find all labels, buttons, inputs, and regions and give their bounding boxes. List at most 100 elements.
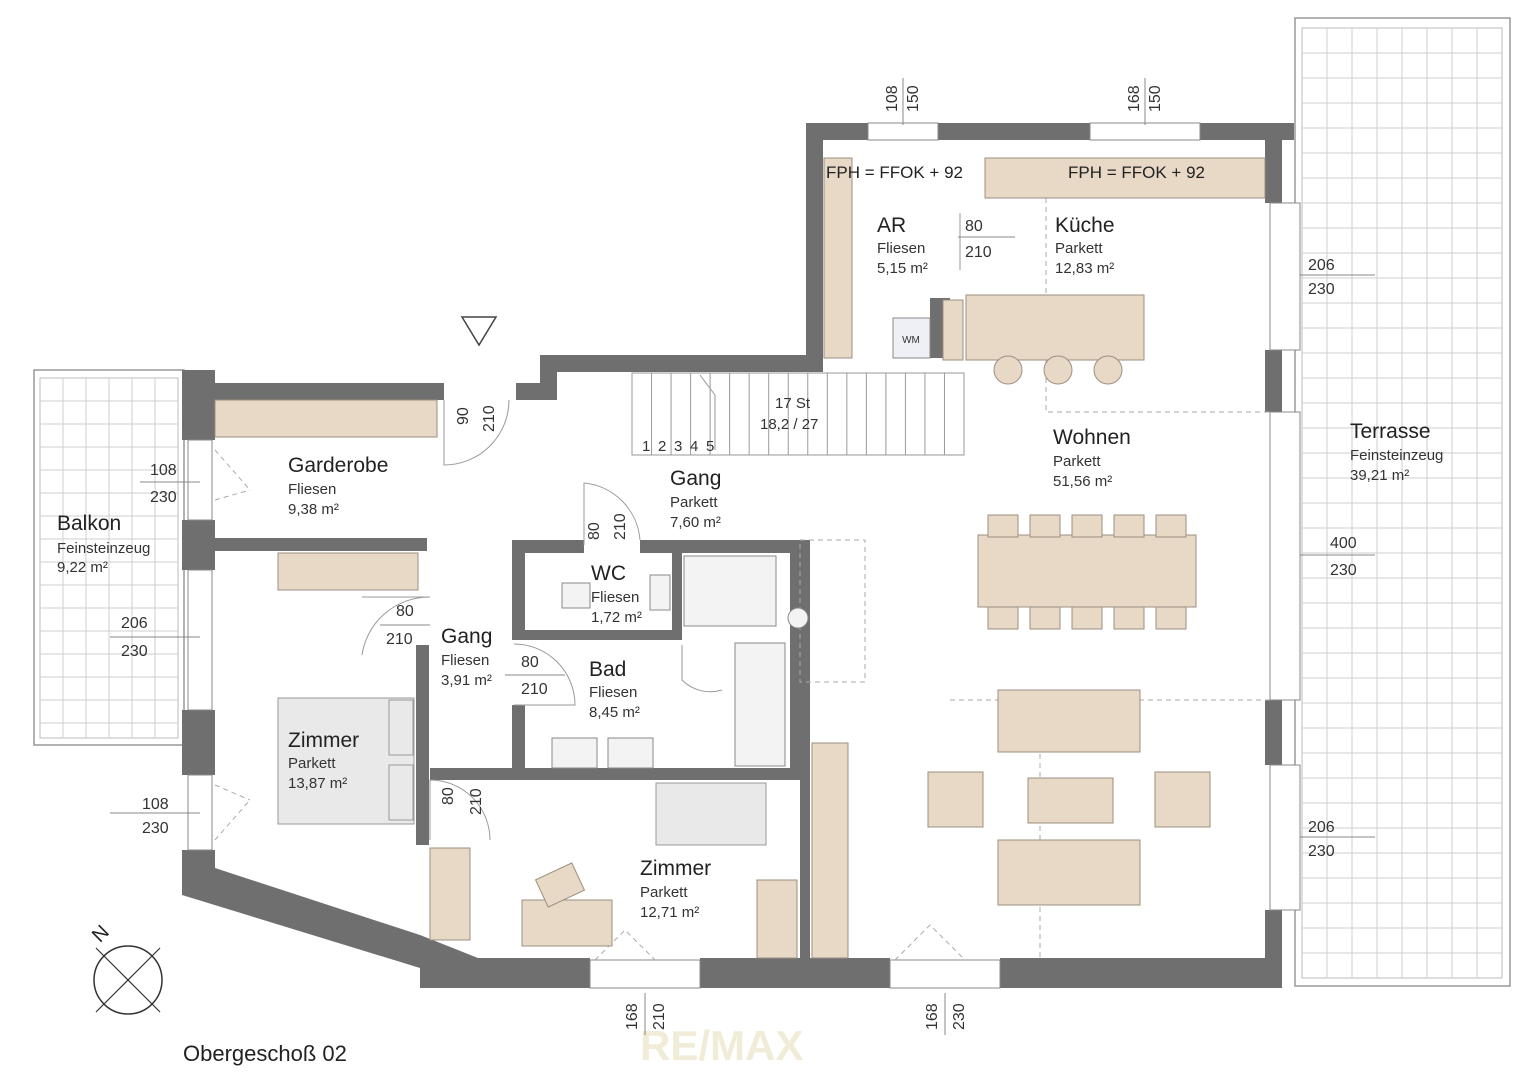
room-floor: Fliesen bbox=[589, 684, 637, 701]
dim-label: 230 bbox=[951, 1003, 968, 1030]
dims-doors: 90 210 80 210 80 210 168 210 168 230 bbox=[440, 405, 968, 1035]
room-floor: Fliesen bbox=[288, 481, 336, 498]
dim-label: 206 bbox=[121, 615, 148, 632]
dim-label: 210 bbox=[651, 1003, 668, 1030]
dining-chair bbox=[1155, 606, 1187, 630]
room-wc: WC Fliesen 1,72 m² bbox=[591, 562, 642, 626]
room-name: Balkon bbox=[57, 512, 121, 535]
room-terrasse: Terrasse Feinsteinzeug 39,21 m² bbox=[1350, 420, 1443, 484]
dim-label: 210 bbox=[481, 405, 498, 432]
room-bad: Bad Fliesen 8,45 m² bbox=[589, 658, 640, 721]
dining-chair bbox=[1071, 606, 1103, 630]
room-name: Gang bbox=[670, 467, 721, 490]
dim-label: 168 bbox=[924, 1003, 941, 1030]
dim-label: 206 bbox=[1308, 819, 1335, 836]
room-floor: Parkett bbox=[670, 494, 718, 511]
room-floor: Feinsteinzeug bbox=[1350, 447, 1443, 464]
room-floor: Fliesen bbox=[591, 589, 639, 606]
room-area: 12,71 m² bbox=[640, 904, 699, 921]
dim-label: 80 bbox=[396, 603, 414, 620]
dim-label: 230 bbox=[142, 820, 169, 837]
room-gang-lower: Gang Fliesen 3,91 m² bbox=[441, 625, 492, 689]
dining-chair bbox=[1029, 606, 1061, 630]
room-floor: Feinsteinzeug bbox=[57, 540, 150, 557]
room-name: Wohnen bbox=[1053, 426, 1131, 449]
stair-count: 17 St bbox=[775, 395, 811, 412]
dim-label: 168 bbox=[624, 1003, 641, 1030]
dim-label: 230 bbox=[150, 489, 177, 506]
dining-chair bbox=[1113, 606, 1145, 630]
dim-label: 108 bbox=[150, 462, 177, 479]
dims-top: 108 150 168 150 bbox=[884, 78, 1164, 125]
room-wohnen: Wohnen Parkett 51,56 m² bbox=[1053, 426, 1131, 490]
room-area: 9,38 m² bbox=[288, 501, 339, 518]
dim-label: 80 bbox=[965, 218, 983, 235]
room-name: Zimmer bbox=[288, 729, 359, 752]
dim-label: 230 bbox=[1308, 281, 1335, 298]
stair-step-2: 2 bbox=[658, 438, 666, 455]
room-area: 9,22 m² bbox=[57, 559, 108, 576]
kitchen-furniture: WM bbox=[823, 157, 1266, 385]
dim-label: 210 bbox=[612, 513, 629, 540]
walls bbox=[182, 123, 1294, 988]
room-name: WC bbox=[591, 562, 626, 585]
living-furniture bbox=[811, 514, 1211, 959]
room-area: 39,21 m² bbox=[1350, 467, 1409, 484]
dim-label: 150 bbox=[1147, 85, 1164, 112]
room-area: 12,83 m² bbox=[1055, 260, 1114, 277]
dim-label: 210 bbox=[386, 631, 413, 648]
room-zimmer-bottom: Zimmer Parkett 12,71 m² bbox=[640, 857, 711, 921]
room-name: AR bbox=[877, 214, 906, 237]
room-area: 3,91 m² bbox=[441, 672, 492, 689]
room-zimmer-left: Zimmer Parkett 13,87 m² bbox=[288, 729, 359, 792]
dim-label: 108 bbox=[142, 796, 169, 813]
room-area: 5,15 m² bbox=[877, 260, 928, 277]
stairs: 1 2 3 4 5 bbox=[631, 372, 965, 456]
entrance-marker bbox=[460, 316, 498, 347]
dim-label: 210 bbox=[521, 681, 548, 698]
dim-label: 80 bbox=[440, 787, 457, 805]
room-floor: Parkett bbox=[640, 884, 688, 901]
room-name: Zimmer bbox=[640, 857, 711, 880]
other-furniture bbox=[214, 399, 809, 959]
dim-label: 168 bbox=[1126, 85, 1143, 112]
room-floor: Parkett bbox=[288, 755, 336, 772]
windows bbox=[187, 122, 1301, 989]
room-area: 13,87 m² bbox=[288, 775, 347, 792]
fph-label-kitchen: FPH = FFOK + 92 bbox=[1068, 163, 1205, 182]
dining-chair bbox=[1155, 514, 1187, 538]
dim-label: 206 bbox=[1308, 257, 1335, 274]
dining-chair bbox=[987, 514, 1019, 538]
north-label: N bbox=[88, 921, 114, 947]
stair-step-5: 5 bbox=[706, 438, 714, 455]
room-name: Garderobe bbox=[288, 454, 388, 477]
dim-label: 210 bbox=[965, 244, 992, 261]
dim-label: 210 bbox=[468, 788, 485, 815]
dim-label: 400 bbox=[1330, 535, 1357, 552]
room-floor: Parkett bbox=[1055, 240, 1103, 257]
dim-label: 230 bbox=[1308, 843, 1335, 860]
room-gang-upper: Gang Parkett 7,60 m² bbox=[670, 467, 721, 531]
washing-machine-label: WM bbox=[902, 335, 920, 346]
watermark: RE/MAX bbox=[640, 1022, 803, 1069]
dims-horizontal: 80 210 206 230 400 230 206 230 108 230 2… bbox=[110, 218, 1375, 860]
fph-label-ar: FPH = FFOK + 92 bbox=[826, 163, 963, 182]
dim-label: 230 bbox=[1330, 562, 1357, 579]
room-area: 1,72 m² bbox=[591, 609, 642, 626]
dim-label: 150 bbox=[905, 85, 922, 112]
room-balkon: Balkon Feinsteinzeug 9,22 m² bbox=[57, 512, 150, 576]
compass-icon: N bbox=[88, 921, 163, 1015]
room-floor: Fliesen bbox=[441, 652, 489, 669]
stair-ratio: 18,2 / 27 bbox=[760, 416, 818, 433]
room-garderobe: Garderobe Fliesen 9,38 m² bbox=[288, 454, 388, 518]
room-name: Terrasse bbox=[1350, 420, 1431, 443]
dim-label: 80 bbox=[521, 654, 539, 671]
plan-title: Obergeschoß 02 bbox=[183, 1041, 347, 1066]
stair-step-4: 4 bbox=[690, 438, 698, 455]
room-floor: Fliesen bbox=[877, 240, 925, 257]
dining-chair bbox=[1071, 514, 1103, 538]
dining-chair bbox=[1113, 514, 1145, 538]
dim-label: 230 bbox=[121, 643, 148, 660]
room-ar: AR Fliesen 5,15 m² bbox=[877, 214, 928, 277]
